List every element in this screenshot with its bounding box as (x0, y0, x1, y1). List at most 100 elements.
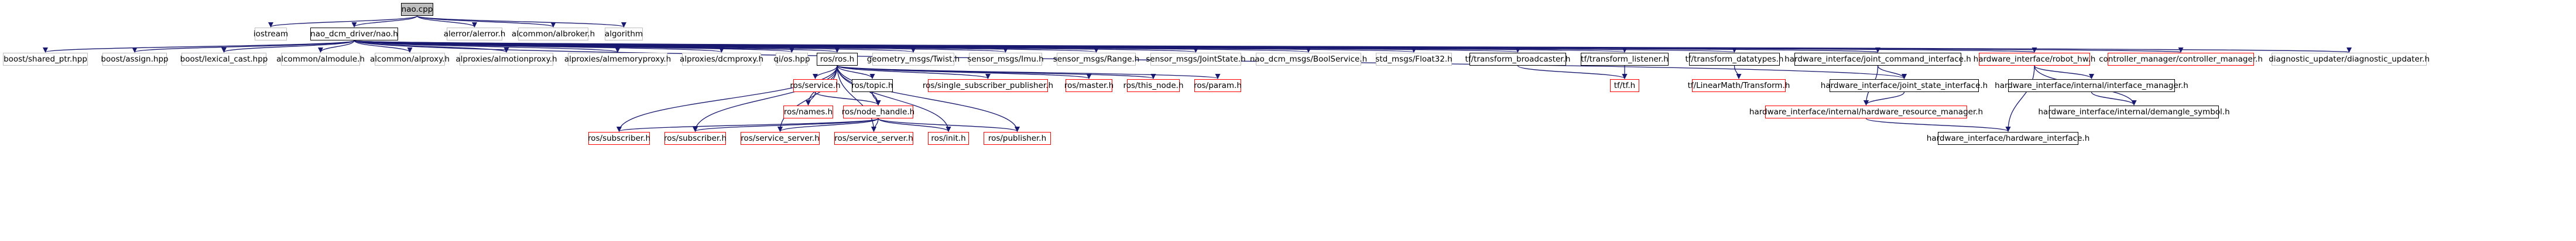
edge-ros-service-to-ros-names (806, 91, 816, 106)
node-ctrl-mgr[interactable]: controller_manager/controller_manager.h (2099, 53, 2263, 66)
node-label: hardware_interface/joint_command_interfa… (1784, 55, 1971, 64)
node-hw-res-mgr[interactable]: hardware_interface/internal/hardware_res… (1749, 106, 1983, 118)
node-label: alcommon/almodule.h (276, 55, 365, 64)
node-ros-this-node[interactable]: ros/this_node.h (1123, 79, 1184, 92)
node-ros-names[interactable]: ros/names.h (783, 106, 833, 118)
node-almotionproxy[interactable]: alproxies/almotionproxy.h (455, 53, 557, 66)
node-tf-datatypes[interactable]: tf/transform_datatypes.h (1686, 53, 1784, 66)
node-diag-upd[interactable]: diagnostic_updater/diagnostic_updater.h (2269, 53, 2430, 66)
edge-nao-driver-to-alproxy (354, 40, 413, 53)
dependency-edges (43, 15, 2351, 132)
edge-nao-cpp-to-alerror (416, 15, 477, 28)
edge-ros-h-to-single-sub-pub (837, 65, 991, 79)
edge-ros-node-handle-to-ros-subscriber (616, 118, 879, 132)
node-label: ros/init.h (931, 134, 966, 143)
node-assign[interactable]: boost/assign.hpp (101, 53, 169, 66)
node-boolservice[interactable]: nao_dcm_msgs/BoolService.h (1250, 53, 1367, 66)
node-qi-os[interactable]: qi/os.hpp (773, 53, 810, 66)
node-twist[interactable]: geometry_msgs/Twist.h (867, 53, 960, 66)
node-label: sensor_msgs/JointState.h (1146, 55, 1246, 64)
node-label: hardware_interface/joint_state_interface… (1820, 81, 1988, 90)
node-label: sensor_msgs/Range.h (1053, 55, 1140, 64)
node-jointstate[interactable]: sensor_msgs/JointState.h (1146, 53, 1246, 66)
edge-tf-datatypes-to-linearmath (1734, 65, 1742, 79)
node-label: tf/transform_datatypes.h (1685, 55, 1784, 64)
node-label: ros/publisher.h (988, 134, 1047, 143)
edge-nao-driver-to-assign (132, 40, 355, 53)
node-label: alproxies/dcmproxy.h (679, 55, 764, 64)
node-iostream[interactable]: iostream (254, 28, 288, 40)
node-label: ros/master.h (1064, 81, 1114, 90)
node-label: ros/service_server.h (834, 134, 913, 143)
edge-tf-broadcaster-to-tf-tf (1517, 65, 1628, 79)
node-nao-driver[interactable]: nao_dcm_driver/nao.h (310, 28, 398, 40)
node-demangle[interactable]: hardware_interface/internal/demangle_sym… (2038, 106, 2230, 118)
node-ros-topic[interactable]: ros/topic.h (851, 79, 893, 92)
node-label: ros/single_subscriber_publisher.h (922, 81, 1054, 90)
node-robot-hw[interactable]: hardware_interface/robot_hw.h (1974, 53, 2095, 66)
node-linearmath[interactable]: tf/LinearMath/Transform.h (1688, 79, 1790, 92)
node-label: tf/transform_broadcaster.h (1465, 55, 1571, 64)
node-label: alerror/alerror.h (443, 29, 506, 39)
edge-nao-driver-to-lexical-cast (221, 40, 355, 53)
node-label: hardware_interface/robot_hw.h (1973, 55, 2096, 64)
node-dcmproxy[interactable]: alproxies/dcmproxy.h (679, 53, 764, 66)
node-tf-listener[interactable]: tf/transform_listener.h (1581, 53, 1669, 66)
node-alproxy[interactable]: alcommon/alproxy.h (370, 53, 450, 66)
node-joint-cmd[interactable]: hardware_interface/joint_command_interfa… (1784, 53, 1971, 66)
node-ros-service-server[interactable]: ros/service_server.h (741, 132, 820, 145)
node-hw-iface[interactable]: hardware_interface/hardware_interface.h (1927, 132, 2089, 145)
node-ros-master[interactable]: ros/master.h (1064, 79, 1114, 92)
node-ros-subscriber2[interactable]: ros/subscriber.h (663, 132, 727, 145)
node-tf-tf[interactable]: tf/tf.h (1610, 79, 1639, 92)
node-lexical-cast[interactable]: boost/lexical_cast.hpp (180, 53, 268, 66)
node-alerror[interactable]: alerror/alerror.h (444, 28, 505, 40)
node-label: ros/subscriber.h (587, 134, 651, 143)
node-ros-node-handle[interactable]: ros/node_handle.h (841, 106, 915, 118)
node-label: ros/service.h (790, 81, 841, 90)
node-ros-publisher[interactable]: ros/publisher.h (984, 132, 1051, 145)
edge-iface-mgr-to-demangle (2091, 91, 2137, 106)
edge-ros-h-to-ros-subscriber (616, 65, 838, 132)
node-single-sub-pub[interactable]: ros/single_subscriber_publisher.h (923, 79, 1053, 92)
edge-nao-cpp-to-iostream (268, 15, 418, 28)
node-label: ros/ros.h (820, 55, 855, 64)
node-imu[interactable]: sensor_msgs/Imu.h (967, 53, 1044, 66)
node-albroker[interactable]: alcommon/albroker.h (512, 28, 595, 40)
node-label: qi/os.hpp (773, 55, 810, 64)
node-label: hardware_interface/hardware_interface.h (1926, 134, 2090, 143)
node-label: ros/subscriber.h (663, 134, 727, 143)
edge-ros-h-to-ros-service-server (777, 65, 838, 132)
edge-ros-h-to-ros-publisher (837, 65, 1020, 132)
edge-ros-node-handle-to-ros-service-server (777, 118, 879, 132)
node-iface-mgr[interactable]: hardware_interface/internal/interface_ma… (1995, 79, 2188, 92)
node-ros-init[interactable]: ros/init.h (928, 132, 969, 145)
node-ros-subscriber[interactable]: ros/subscriber.h (588, 132, 650, 145)
node-nao-cpp[interactable]: nao.cpp (401, 3, 433, 16)
node-label: alcommon/albroker.h (511, 29, 595, 39)
node-range[interactable]: sensor_msgs/Range.h (1053, 53, 1139, 66)
node-almodule[interactable]: alcommon/almodule.h (276, 53, 365, 66)
node-algorithm[interactable]: algorithm (605, 28, 643, 40)
edge-robot-hw-to-hw-iface (2005, 65, 2035, 132)
node-ros-service-server2[interactable]: ros/service_server.h (834, 132, 913, 145)
node-float32[interactable]: std_msgs/Float32.h (1375, 53, 1453, 66)
node-label: nao_dcm_driver/nao.h (310, 29, 398, 39)
node-tf-broadcaster[interactable]: tf/transform_broadcaster.h (1465, 53, 1570, 66)
node-label: ros/node_handle.h (841, 107, 915, 117)
node-label: tf/transform_listener.h (1581, 55, 1669, 64)
node-ros-param[interactable]: ros/param.h (1194, 79, 1242, 92)
node-joint-state[interactable]: hardware_interface/joint_state_interface… (1821, 79, 1988, 92)
edge-nao-driver-to-shared-ptr (43, 40, 355, 53)
node-shared-ptr[interactable]: boost/shared_ptr.hpp (3, 53, 88, 66)
node-label: nao_dcm_msgs/BoolService.h (1249, 55, 1368, 64)
edge-nao-driver-to-almodule (318, 40, 355, 53)
node-label: hardware_interface/internal/demangle_sym… (2038, 107, 2230, 117)
edge-nao-driver-to-diag-upd (354, 40, 2351, 53)
node-ros-h[interactable]: ros/ros.h (817, 53, 858, 66)
node-almemoryproxy[interactable]: alproxies/almemoryproxy.h (564, 53, 671, 66)
edge-ros-node-handle-to-ros-service-server2 (871, 118, 879, 132)
node-ros-service[interactable]: ros/service.h (790, 79, 841, 92)
